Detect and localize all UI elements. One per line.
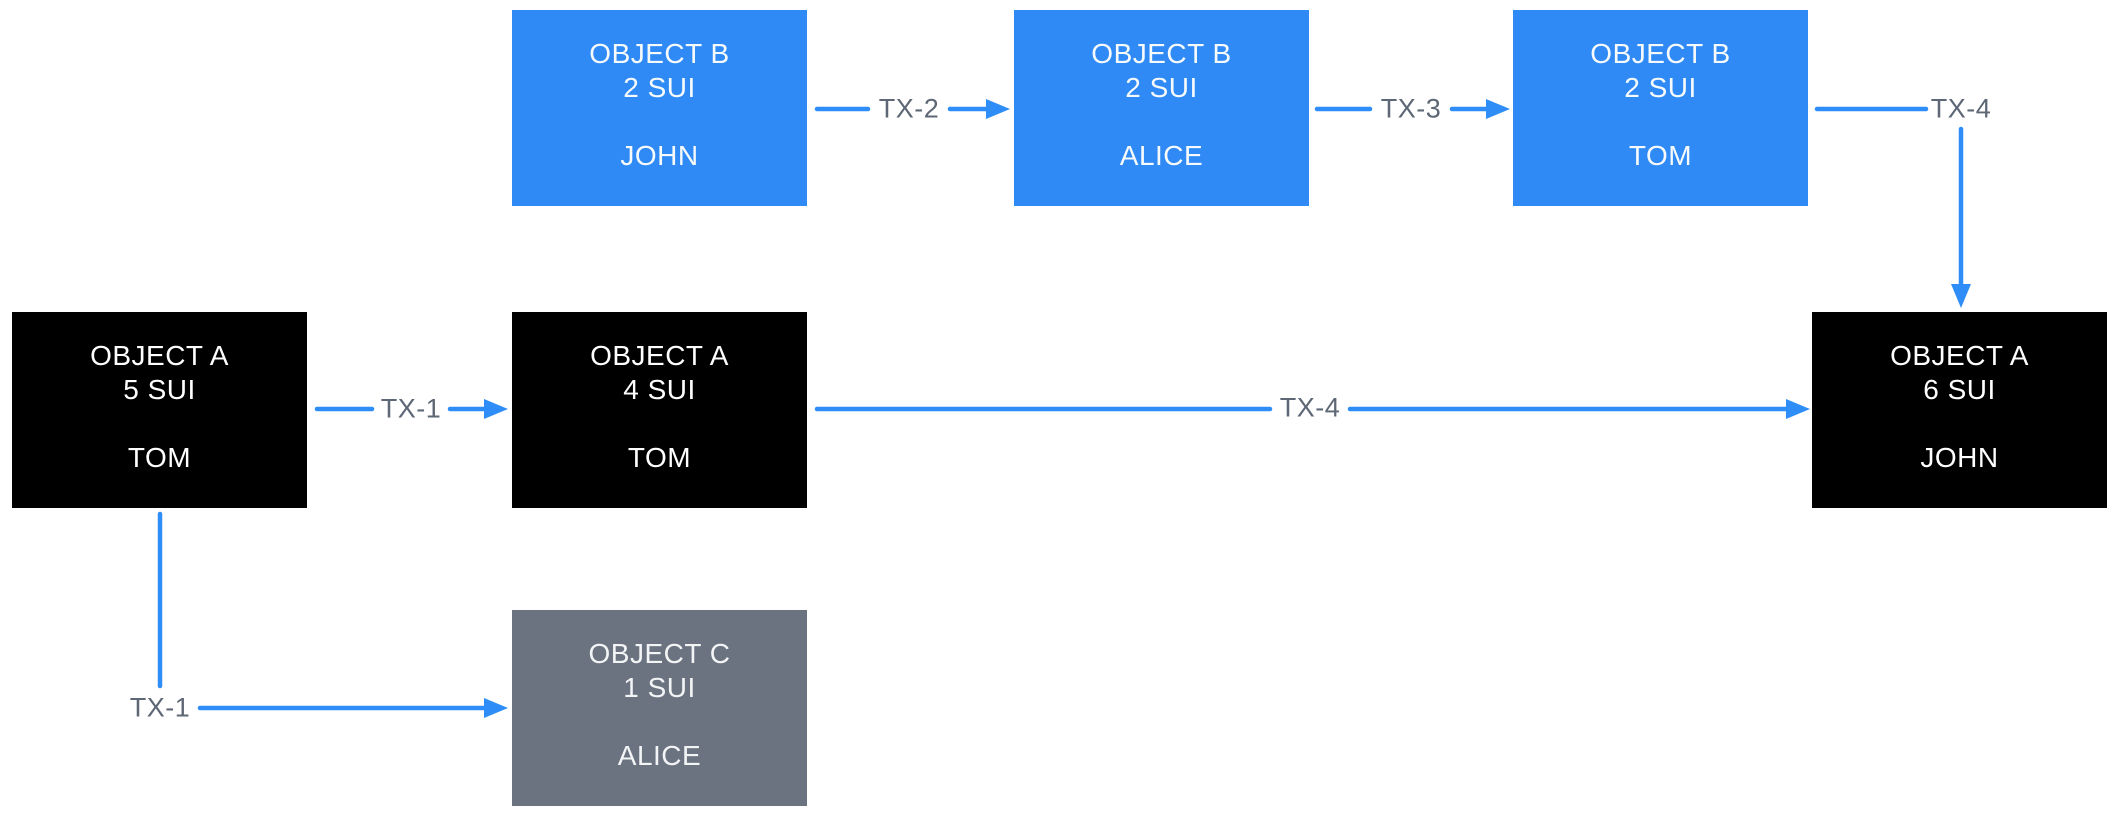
object-owner: ALICE bbox=[617, 740, 702, 771]
edge-tx4-from-object-a bbox=[814, 399, 1810, 419]
edge-tx1-to-object-a4 bbox=[314, 399, 508, 419]
object-amount: 2 SUI bbox=[1125, 72, 1198, 103]
object-owner: TOM bbox=[127, 442, 192, 473]
object-owner: TOM bbox=[627, 442, 692, 473]
object-owner: JOHN bbox=[620, 140, 699, 171]
object-owner: JOHN bbox=[1920, 442, 1999, 473]
object-box-b-john: OBJECT B 2 SUI JOHN bbox=[512, 10, 807, 206]
arrowhead-down-icon bbox=[1951, 284, 1971, 308]
object-amount: 2 SUI bbox=[1624, 72, 1697, 103]
arrowhead-right-icon bbox=[484, 399, 508, 419]
arrowhead-right-icon bbox=[1486, 99, 1510, 119]
object-amount: 6 SUI bbox=[1923, 374, 1996, 405]
object-title: OBJECT B bbox=[1590, 38, 1731, 69]
object-box-a-5-tom: OBJECT A 5 SUI TOM bbox=[12, 312, 307, 508]
edge-label-tx4-from-object-a: TX-4 bbox=[1279, 392, 1341, 423]
edge-tx3 bbox=[1314, 99, 1510, 119]
object-title: OBJECT A bbox=[590, 340, 729, 371]
edge-label-tx1-to-object-a4: TX-1 bbox=[380, 393, 442, 424]
arrowhead-right-icon bbox=[484, 698, 508, 718]
object-title: OBJECT B bbox=[1091, 38, 1232, 69]
edge-tx4-from-object-b bbox=[1814, 106, 1971, 308]
edge-tx2 bbox=[814, 99, 1010, 119]
object-box-a-4-tom: OBJECT A 4 SUI TOM bbox=[512, 312, 807, 508]
object-box-b-tom: OBJECT B 2 SUI TOM bbox=[1513, 10, 1808, 206]
arrowhead-right-icon bbox=[1786, 399, 1810, 419]
object-title: OBJECT B bbox=[589, 38, 730, 69]
edge-tx1-to-object-c bbox=[157, 511, 508, 718]
object-amount: 5 SUI bbox=[123, 374, 196, 405]
object-title: OBJECT A bbox=[90, 340, 229, 371]
object-title: OBJECT A bbox=[1890, 340, 2029, 371]
object-box-c-alice: OBJECT C 1 SUI ALICE bbox=[512, 610, 807, 806]
object-title: OBJECT C bbox=[588, 638, 731, 669]
edge-label-tx1-to-object-c: TX-1 bbox=[129, 692, 191, 723]
arrowhead-right-icon bbox=[986, 99, 1010, 119]
object-box-a-6-john: OBJECT A 6 SUI JOHN bbox=[1812, 312, 2107, 508]
object-owner: TOM bbox=[1628, 140, 1693, 171]
object-owner: ALICE bbox=[1119, 140, 1204, 171]
object-amount: 4 SUI bbox=[623, 374, 696, 405]
edge-label-tx2: TX-2 bbox=[878, 93, 940, 124]
object-amount: 2 SUI bbox=[623, 72, 696, 103]
edge-label-tx3: TX-3 bbox=[1380, 93, 1442, 124]
edge-label-tx4-from-object-b: TX-4 bbox=[1930, 93, 1992, 124]
object-amount: 1 SUI bbox=[623, 672, 696, 703]
object-box-b-alice: OBJECT B 2 SUI ALICE bbox=[1014, 10, 1309, 206]
